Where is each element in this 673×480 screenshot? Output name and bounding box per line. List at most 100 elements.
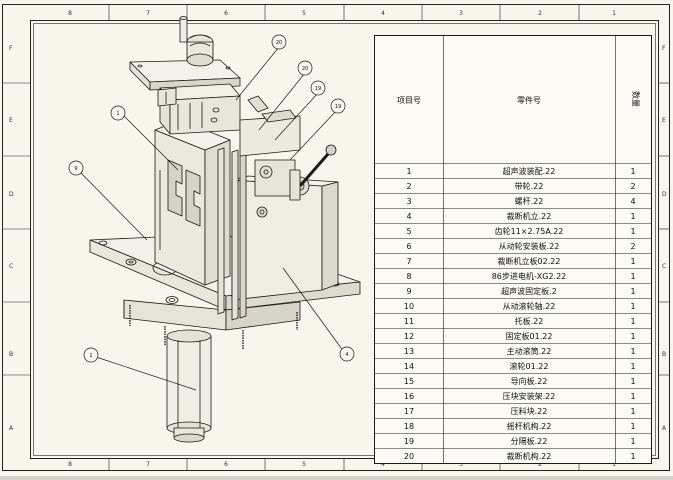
bom-item-no: 6 <box>406 242 411 251</box>
leader-19b <box>289 109 338 161</box>
bom-part-no: 超声波装配.22 <box>503 166 556 176</box>
bom-item-no: 1 <box>406 167 411 176</box>
zone-left-f: F <box>9 45 13 52</box>
bom-header-item-no: 项目号 <box>397 96 421 105</box>
balloon-circle-4 <box>339 346 355 362</box>
balloon-19a: 19 <box>315 86 321 92</box>
bom-qty: 1 <box>630 347 635 356</box>
zone-right-b: B <box>662 351 666 358</box>
bom-qty: 4 <box>630 197 635 206</box>
balloon-circle-20b <box>297 60 313 76</box>
bom-item-no: 19 <box>404 437 414 446</box>
bom-part-no: 滚轮01.22 <box>510 361 549 371</box>
bom-part-no: 托板.22 <box>515 316 544 326</box>
bom-item-no: 17 <box>404 407 414 416</box>
bom-qty: 1 <box>630 287 635 296</box>
bom-item-no: 16 <box>404 392 414 401</box>
outer-border <box>2 4 670 471</box>
bom-row-lines <box>374 178 652 449</box>
bom-item-no: 8 <box>406 272 411 281</box>
leader-1a <box>123 115 179 171</box>
bom-part-no: 导向板.22 <box>511 376 548 386</box>
zone-left-c: C <box>9 263 13 270</box>
bom-qty: 1 <box>630 437 635 446</box>
bom-qty: 1 <box>630 332 635 341</box>
bom-header-part-no: 零件号 <box>517 95 541 105</box>
zone-top-6: 6 <box>224 10 228 17</box>
bom-item-no: 18 <box>404 422 414 431</box>
bom-part-no: 分隔板.22 <box>511 436 548 446</box>
balloon-circle-19b <box>330 98 346 114</box>
leader-20b <box>258 72 306 131</box>
bom-qty: 1 <box>630 257 635 266</box>
bom-header-qty: 数量 <box>631 91 641 107</box>
zone-right-f: F <box>662 45 666 52</box>
bom-item-no: 12 <box>404 332 414 341</box>
bom-part-no: 裁断机构.22 <box>507 451 552 461</box>
bom-item-no: 15 <box>404 377 414 386</box>
leader-4 <box>282 267 345 353</box>
balloon-shapes <box>68 34 355 363</box>
balloon-circle-19a <box>310 80 326 96</box>
bom-part-no: 固定板01.22 <box>506 331 553 341</box>
zone-bottom-3: 3 <box>459 461 463 468</box>
zone-ticks <box>2 4 670 471</box>
callouts <box>79 46 345 391</box>
balloon-1b: 1 <box>89 353 92 359</box>
zone-right-e: E <box>662 117 666 124</box>
zone-right-a: A <box>662 425 667 432</box>
zone-right-d: D <box>662 191 667 198</box>
mid-block <box>159 83 241 135</box>
vertical-posts <box>217 147 247 321</box>
left-zone-labels: F E D C B A <box>9 45 14 432</box>
bom-qty: 2 <box>630 242 635 251</box>
bom-qty: 1 <box>630 167 635 176</box>
leader-9 <box>79 171 148 241</box>
lower-support <box>123 299 301 331</box>
bom-qty: 1 <box>630 407 635 416</box>
bom-part-no: 带轮.22 <box>515 181 544 191</box>
bom-grid <box>374 35 652 464</box>
leader-1b <box>95 356 197 391</box>
bom-qty: 1 <box>630 422 635 431</box>
zone-left-d: D <box>9 191 14 198</box>
bom-item-no: 11 <box>404 317 414 326</box>
top-left-bracket <box>157 87 177 107</box>
balloon-20a: 20 <box>276 40 282 46</box>
bom-qty: 1 <box>630 227 635 236</box>
inner-border <box>30 20 659 459</box>
balloon-circle-20a <box>271 34 287 50</box>
leader-19a <box>274 92 319 141</box>
bom-part-no: 从动轮安装板.22 <box>499 241 560 251</box>
balloon-circle-1b <box>83 347 99 363</box>
zone-left-a: A <box>9 425 14 432</box>
zone-bottom-5: 5 <box>302 461 306 468</box>
ultrasonic-horn <box>166 329 212 443</box>
balloon-4: 4 <box>345 352 348 358</box>
balloon-1a: 1 <box>116 111 119 117</box>
zone-bottom-8: 8 <box>68 461 72 468</box>
roller-mechanism <box>239 95 337 218</box>
bom-qty: 1 <box>630 212 635 221</box>
zone-bottom-7: 7 <box>146 461 150 468</box>
top-actuator <box>179 16 214 67</box>
bom-part-no: 超声波固定板.2 <box>501 286 557 296</box>
bom-item-no: 14 <box>404 362 414 371</box>
balloon-circle-1a <box>110 105 126 121</box>
bom-item-no: 5 <box>406 227 411 236</box>
bom-part-no: 摇杆机构.22 <box>507 421 552 431</box>
balloon-19b: 19 <box>335 104 341 110</box>
zone-top-8: 8 <box>68 10 72 17</box>
zone-top-7: 7 <box>146 10 150 17</box>
zone-left-b: B <box>9 351 13 358</box>
balloon-labels: 20 20 19 19 1 9 4 1 <box>74 40 348 359</box>
zone-top-1: 1 <box>612 10 616 17</box>
bom-qty: 1 <box>630 377 635 386</box>
bom-item-no: 7 <box>406 257 411 266</box>
bom-qty: 2 <box>630 182 635 191</box>
zone-left-e: E <box>9 117 13 124</box>
